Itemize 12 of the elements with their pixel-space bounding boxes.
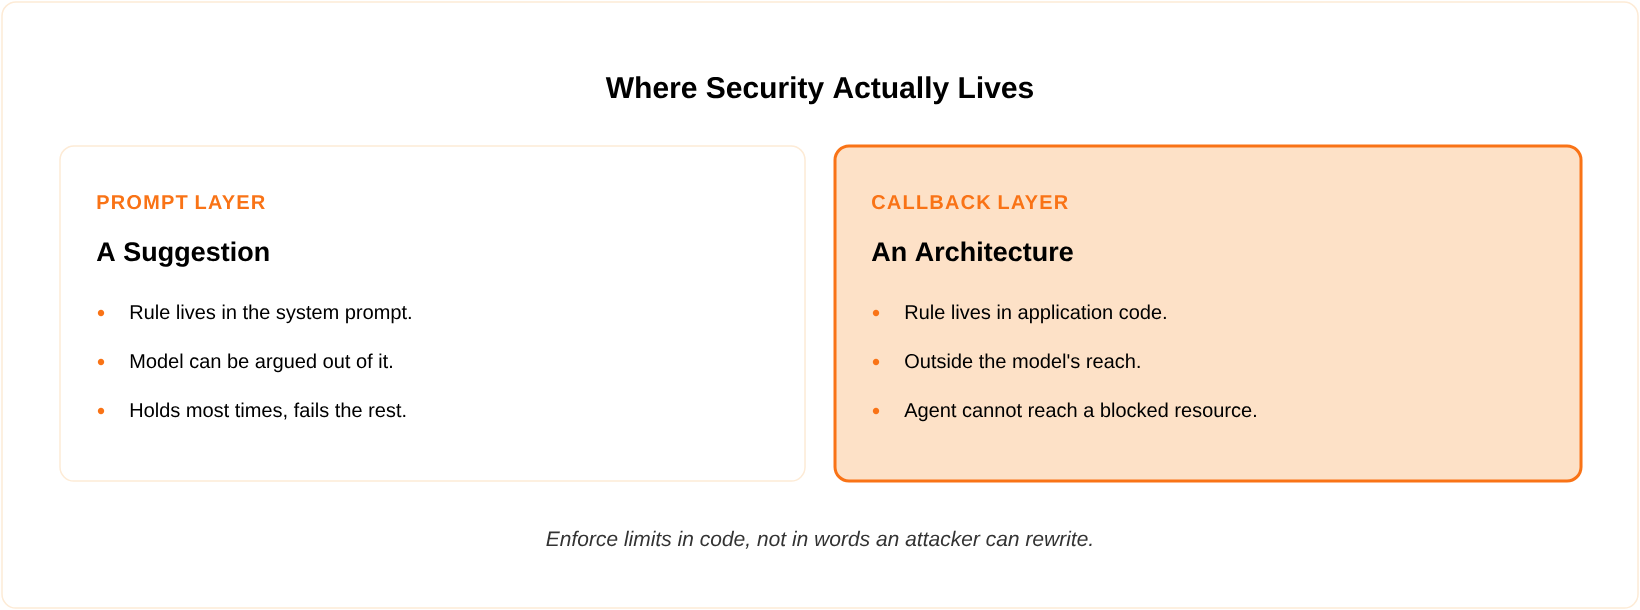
bullet-item: Rule lives in the system prompt. (97, 304, 411, 324)
bullet-item: Model can be argued out of it. (97, 353, 392, 373)
heading: A Suggestion (96, 241, 269, 267)
heading: An Architecture (871, 241, 1073, 262)
layer-label: CALLBACK LAYER (872, 195, 1068, 210)
bullet-item: Holds most times, fails the rest. (97, 402, 406, 420)
bullet-item: Outside the model's reach. (872, 353, 1140, 369)
title: Where Security Actually Lives (605, 76, 1033, 105)
bullet-item: Rule lives in application code. (872, 304, 1166, 324)
caption: Enforce limits in code, not in words an attacker can rewrite. (546, 530, 1092, 549)
bullet-item: Agent cannot reach a blocked resource. (872, 402, 1256, 422)
layer-label: PROMPT LAYER (97, 195, 265, 210)
